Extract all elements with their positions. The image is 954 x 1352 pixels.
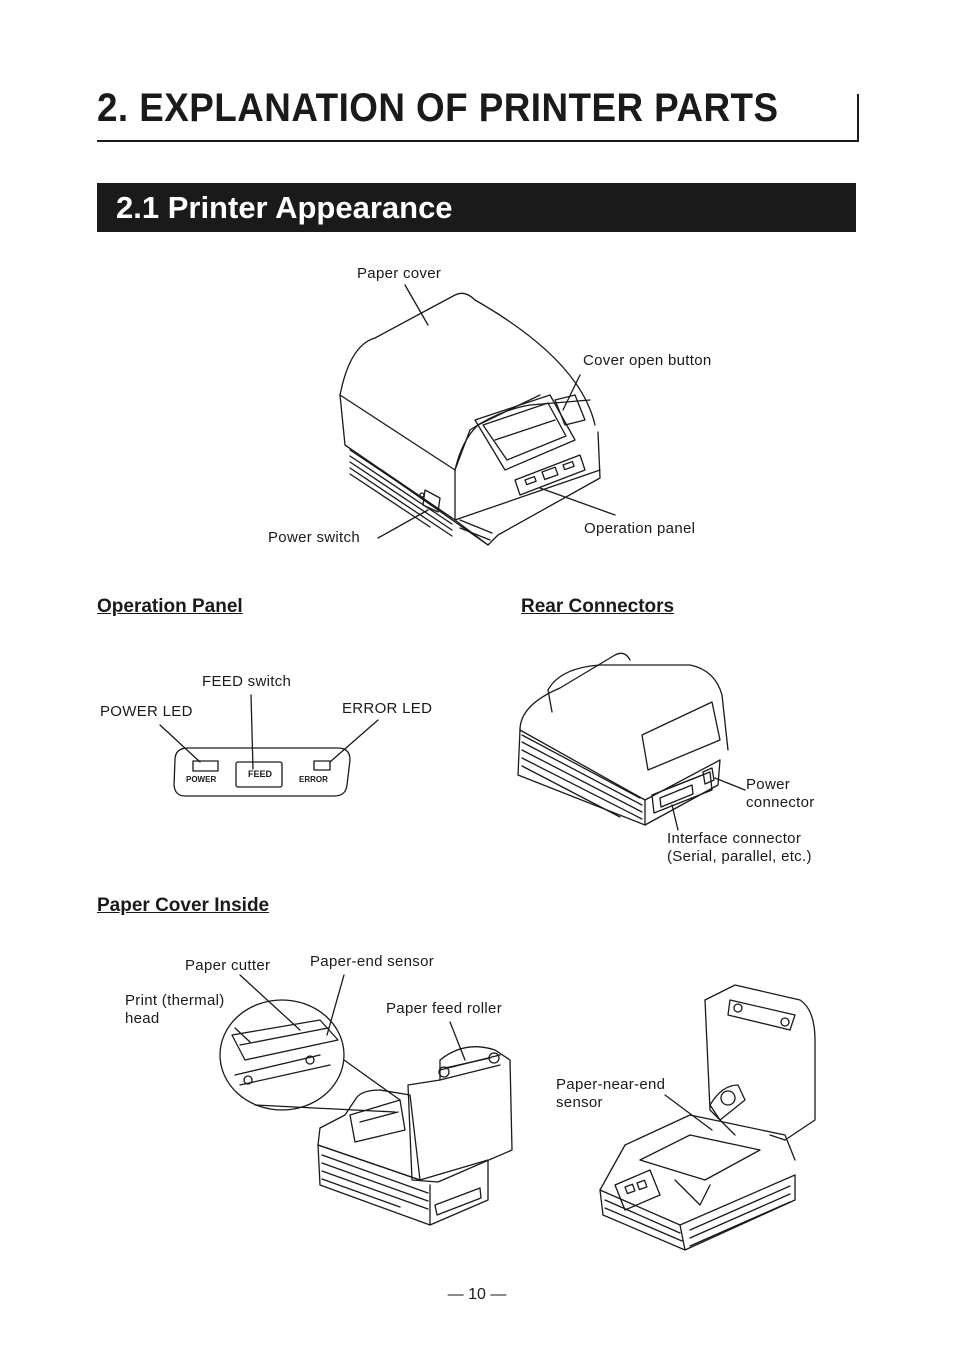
- label-power-led: POWER LED: [100, 703, 193, 720]
- paper-cover-inside-illustration: [219, 974, 513, 1226]
- heading-paper-cover-inside: Paper Cover Inside: [97, 895, 270, 916]
- label-print-head: Print (thermal) head: [125, 992, 225, 1027]
- label-paper-feed-roller: Paper feed roller: [386, 1000, 502, 1017]
- operation-panel-illustration: [159, 694, 379, 797]
- paper-near-end-illustration: [599, 984, 816, 1251]
- label-paper-cutter: Paper cutter: [185, 957, 271, 974]
- key-error-text: ERROR: [299, 775, 328, 784]
- key-feed-text: FEED: [248, 769, 273, 779]
- label-power-connector: Power connector: [746, 776, 815, 811]
- printer-front-illustration: [339, 284, 616, 546]
- rear-view-illustration: [517, 652, 746, 831]
- section-bar: [97, 183, 856, 232]
- chapter-underline: [97, 140, 859, 142]
- label-paper-end-sensor: Paper-end sensor: [310, 953, 435, 970]
- label-power-switch: Power switch: [268, 529, 360, 546]
- label-cover-open-button: Cover open button: [583, 352, 712, 369]
- label-paper-near-end-sensor: Paper-near-end sensor: [556, 1076, 666, 1111]
- label-interface-connector: Interface connector (Serial, parallel, e…: [667, 830, 812, 865]
- label-error-led: ERROR LED: [342, 700, 433, 717]
- key-power-text: POWER: [186, 775, 217, 784]
- label-feed-switch: FEED switch: [202, 673, 292, 690]
- page-number: — 10 —: [447, 1286, 507, 1303]
- heading-operation-panel: Operation Panel: [97, 596, 243, 617]
- chapter-title: 2. EXPLANATION OF PRINTER PARTS: [97, 86, 779, 130]
- label-paper-cover: Paper cover: [357, 265, 442, 282]
- label-operation-panel: Operation panel: [584, 520, 696, 537]
- chapter-side-rule: [857, 94, 859, 142]
- section-title: 2.1 Printer Appearance: [116, 190, 453, 225]
- heading-rear-connectors: Rear Connectors: [521, 596, 675, 617]
